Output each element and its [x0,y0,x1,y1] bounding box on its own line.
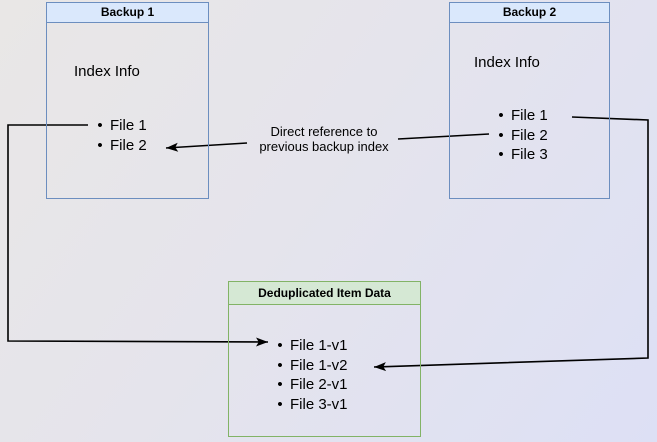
node-backup2-section-label: Index Info [474,54,540,71]
list-item-label: File 1-v2 [290,356,348,374]
bullet-icon: • [277,376,283,394]
node-backup1-section-label: Index Info [74,63,140,80]
node-backup2-item-list: • File 1 • File 2 • File 3 [496,106,548,165]
node-backup1-title: Backup 1 [47,3,208,23]
list-item: • File 1 [496,106,548,126]
bullet-icon: • [498,146,504,164]
list-item-label: File 2 [511,126,548,144]
list-item: • File 2-v1 [275,375,348,395]
list-item-label: File 2 [110,136,147,154]
bullet-icon: • [277,337,283,355]
list-item-label: File 1 [511,107,548,125]
bullet-icon: • [277,356,283,374]
list-item: • File 2 [496,126,548,146]
list-item-label: File 3-v1 [290,395,348,413]
node-backup1-item-list: • File 1 • File 2 [95,116,147,156]
bullet-icon: • [97,136,103,154]
list-item: • File 1-v1 [275,336,348,356]
bullet-icon: • [498,107,504,125]
bullet-icon: • [277,395,283,413]
list-item-label: File 2-v1 [290,376,348,394]
node-backup2: Backup 2 Index Info • File 1 • File 2 • … [449,2,610,199]
connector-annotation: Direct reference to previous backup inde… [244,124,404,154]
bullet-icon: • [97,117,103,135]
list-item-label: File 1 [110,117,147,135]
list-item-label: File 1-v1 [290,337,348,355]
list-item: • File 1-v2 [275,356,348,376]
list-item: • File 3 [496,145,548,165]
list-item: • File 2 [95,136,147,156]
node-backup1: Backup 1 Index Info • File 1 • File 2 [46,2,209,199]
list-item: • File 3-v1 [275,395,348,415]
list-item: • File 1 [95,116,147,136]
node-dedup-title: Deduplicated Item Data [229,282,420,305]
annotation-line1: Direct reference to [270,124,378,139]
node-dedup: Deduplicated Item Data • File 1-v1 • Fil… [228,281,421,437]
list-item-label: File 3 [511,146,548,164]
annotation-line2: previous backup index [259,139,389,154]
bullet-icon: • [498,126,504,144]
node-backup2-title: Backup 2 [450,3,609,23]
node-dedup-item-list: • File 1-v1 • File 1-v2 • File 2-v1 • Fi… [275,336,348,415]
